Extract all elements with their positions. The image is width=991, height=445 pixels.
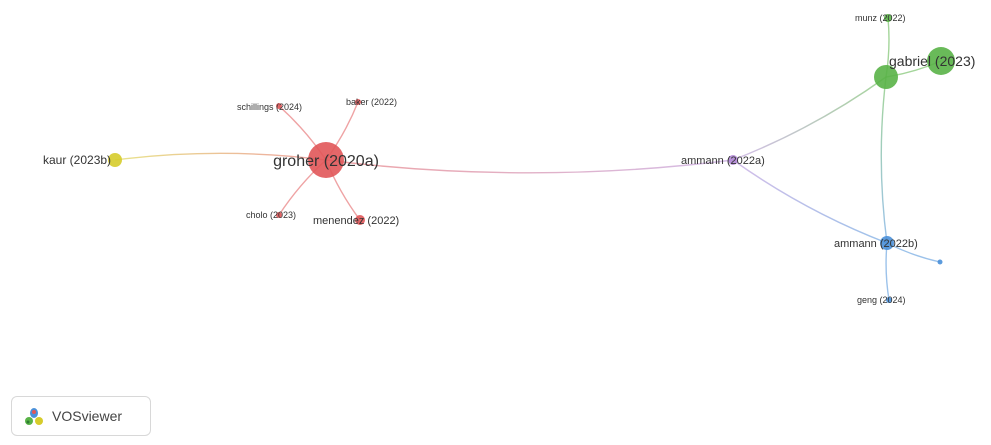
node-menendez2022[interactable] xyxy=(355,215,365,225)
label-groher2020a[interactable]: groher (2020a) xyxy=(273,153,379,170)
edge-greenhub-ammann2022b xyxy=(880,76,888,244)
vosviewer-logo-button[interactable]: VOSviewer xyxy=(11,396,151,436)
label-menendez2022[interactable]: menendez (2022) xyxy=(313,215,399,227)
node-gabriel2023[interactable] xyxy=(927,47,955,75)
vosviewer-logo-icon xyxy=(25,408,43,425)
node-kaur2023b[interactable] xyxy=(108,153,122,167)
node-geng2024[interactable] xyxy=(886,297,892,303)
edge-layer xyxy=(114,17,942,301)
node-schillings2024[interactable] xyxy=(276,103,282,109)
edge-ammann2022b-geng2024 xyxy=(885,242,890,301)
node-baker2022[interactable] xyxy=(355,99,361,105)
label-ammann2022b[interactable]: ammann (2022b) xyxy=(834,238,918,250)
edge-ammann2022a-ammann2022b xyxy=(732,159,888,244)
edge-ammann2022a-greenhub xyxy=(732,76,887,161)
label-baker2022[interactable]: baker (2022) xyxy=(346,97,397,107)
label-geng2024[interactable]: geng (2024) xyxy=(857,295,906,305)
label-cholo2023[interactable]: cholo (2023) xyxy=(246,210,296,220)
node-greenhub[interactable] xyxy=(874,65,898,89)
label-schillings2024[interactable]: schillings (2024) xyxy=(237,102,302,112)
node-munz2022[interactable] xyxy=(884,14,892,22)
label-gabriel2023[interactable]: gabriel (2023) xyxy=(889,53,975,69)
label-ammann2022a[interactable]: ammann (2022a) xyxy=(681,155,765,167)
node-layer xyxy=(108,14,955,303)
node-bluesmall[interactable] xyxy=(937,259,943,265)
node-groher2020a[interactable] xyxy=(308,142,344,178)
node-ammann2022a[interactable] xyxy=(728,155,738,165)
label-layer: groher (2020a) schillings (2024) baker (20… xyxy=(43,13,975,305)
node-cholo2023[interactable] xyxy=(276,212,282,218)
edge-groher2020a-kaur2023b xyxy=(114,152,327,161)
node-ammann2022b[interactable] xyxy=(880,236,894,250)
label-kaur2023b[interactable]: kaur (2023b) xyxy=(43,153,111,167)
label-munz2022[interactable]: munz (2022) xyxy=(855,13,906,23)
edge-groher2020a-ammann2022a xyxy=(325,159,734,174)
vosviewer-logo-label: VOSviewer xyxy=(52,408,123,424)
